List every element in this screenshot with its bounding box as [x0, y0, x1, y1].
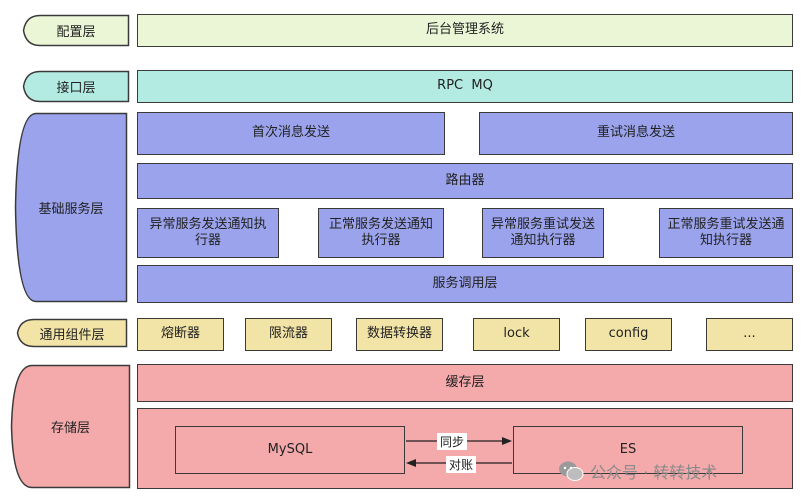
- layer-label-config-text: 配置层: [56, 25, 96, 40]
- executor-box-normal-send: 正常服务发送通知执行器: [318, 208, 444, 258]
- component-data-converter: 数据转换器: [356, 318, 443, 351]
- label-shape: [22, 70, 130, 103]
- component-rate-limiter: 限流器: [245, 318, 332, 351]
- first-send-box: 首次消息发送: [137, 112, 445, 155]
- wechat-icon: [559, 461, 584, 481]
- component-lock: lock: [473, 318, 560, 351]
- es-box: ES: [513, 426, 743, 474]
- layer-label-storage: 存储层: [10, 364, 131, 489]
- layer-label-common-component-text: 通用组件层: [39, 327, 105, 343]
- layer-label-basic-service: 基础服务层: [14, 112, 128, 303]
- executor-box-normal-retry: 正常服务重试发送通知执行器: [659, 208, 793, 258]
- layer-label-storage-text: 存储层: [50, 421, 90, 436]
- reconcile-label: 对账: [446, 456, 477, 473]
- layer-label-interface-text: 接口层: [56, 81, 96, 96]
- mysql-box: MySQL: [175, 426, 405, 474]
- admin-system-box: 后台管理系统: [137, 14, 793, 47]
- label-shape: [10, 364, 131, 489]
- component-more: ...: [706, 318, 793, 351]
- label-shape: [16, 318, 128, 348]
- retry-send-box: 重试消息发送: [479, 112, 793, 155]
- cache-layer-box: 缓存层: [137, 364, 793, 402]
- watermark: 公众号 · 转转技术: [558, 458, 788, 484]
- layer-label-interface: 接口层: [22, 70, 130, 103]
- watermark-text: 公众号 · 转转技术: [590, 463, 718, 482]
- executor-box-abnormal-send: 异常服务发送通知执行器: [137, 208, 279, 258]
- service-invoke-box: 服务调用层: [137, 265, 793, 303]
- layer-label-common-component: 通用组件层: [16, 318, 128, 348]
- label-shape: [14, 112, 128, 303]
- sync-label: 同步: [437, 433, 468, 450]
- executor-box-abnormal-retry: 异常服务重试发送通知执行器: [482, 208, 604, 258]
- router-box: 路由器: [137, 163, 793, 199]
- rpc-mq-box: RPC MQ: [137, 70, 793, 103]
- component-circuit-breaker: 熔断器: [137, 318, 224, 351]
- component-config: config: [585, 318, 672, 351]
- label-shape: [22, 14, 130, 47]
- layer-label-config: 配置层: [22, 14, 130, 47]
- layer-label-basic-service-text: 基础服务层: [38, 202, 104, 217]
